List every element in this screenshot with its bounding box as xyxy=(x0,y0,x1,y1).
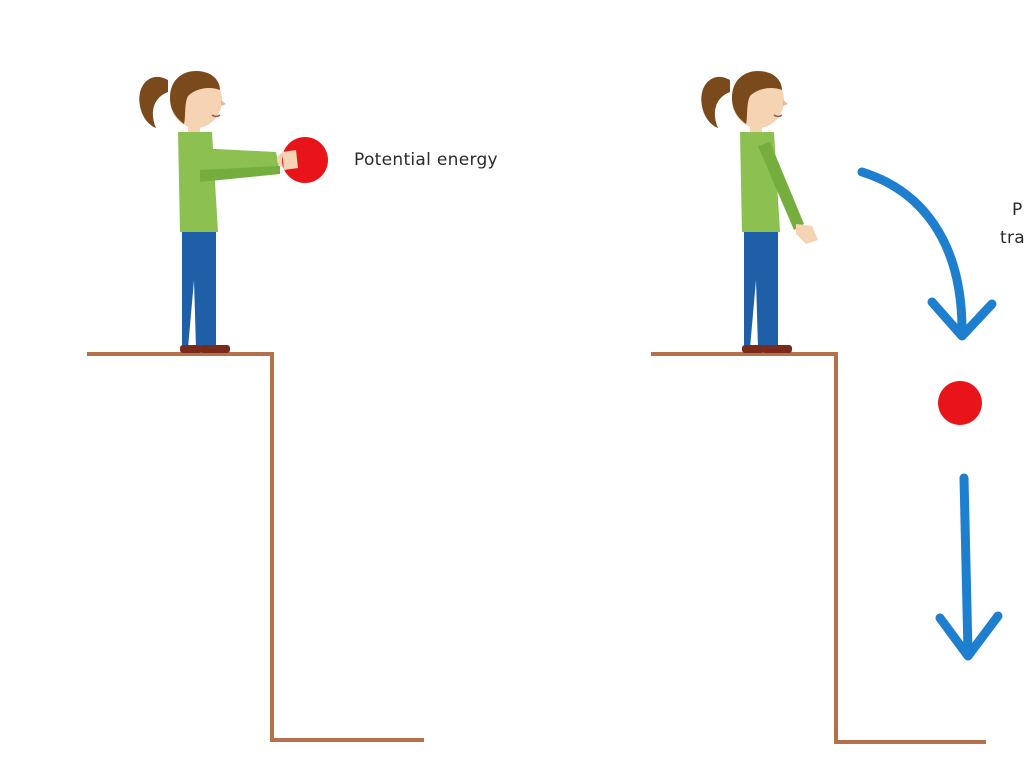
curved-arrow-icon xyxy=(857,167,997,341)
right-label-fragment-line1: P xyxy=(1012,200,1023,220)
left-girl-icon xyxy=(139,71,295,353)
down-arrow-icon xyxy=(935,473,1003,661)
left-ball-icon xyxy=(282,137,328,183)
right-cliff xyxy=(651,352,986,744)
left-panel xyxy=(87,71,424,742)
left-cliff xyxy=(87,352,424,742)
falling-ball-icon xyxy=(938,381,982,425)
right-girl-icon xyxy=(701,71,818,353)
potential-energy-label: Potential energy xyxy=(354,150,498,170)
right-label-fragment-line2: tra xyxy=(1000,228,1024,248)
right-panel xyxy=(651,71,1003,744)
